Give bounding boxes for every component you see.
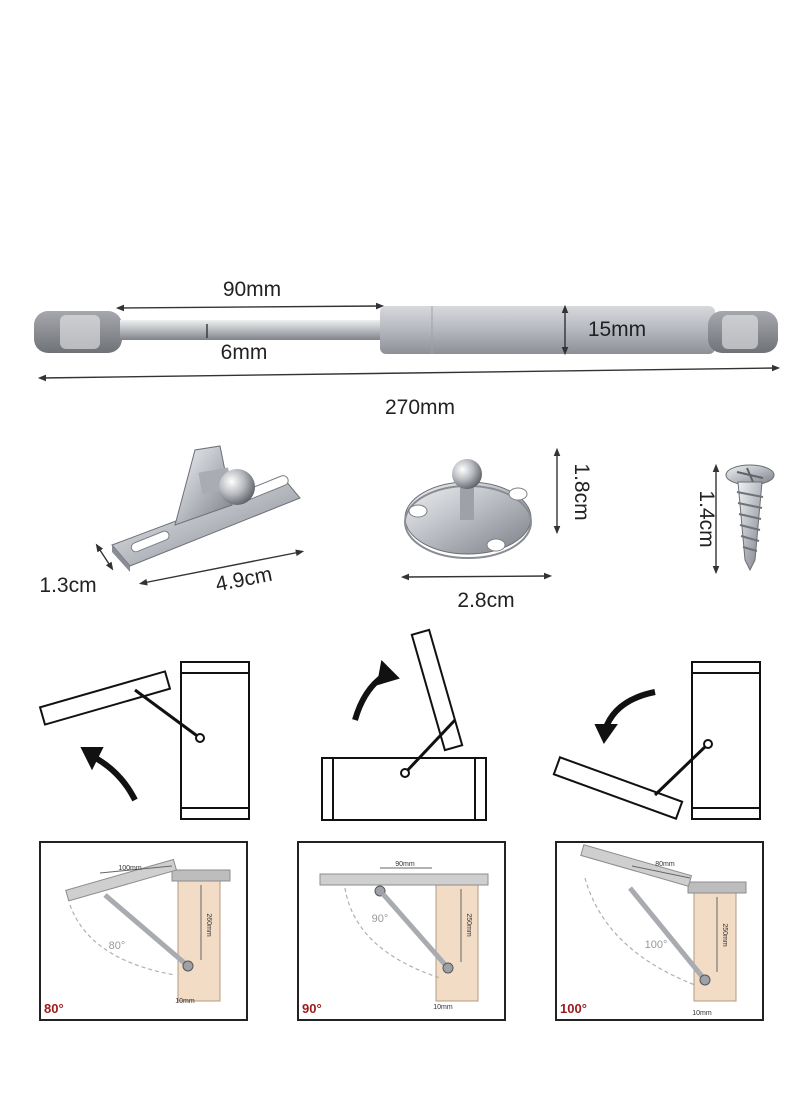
bracket-dimensions (95, 543, 305, 586)
rod-diameter-label: 6mm (221, 341, 268, 364)
install-panel-90 (297, 841, 506, 1021)
motion-sketch-center (321, 628, 487, 821)
ball-mount-dimensions (400, 447, 561, 581)
install-100-arc-label: 100° (645, 939, 668, 951)
motion-sketch-left (38, 661, 250, 820)
screw-length-label: 1.4cm (695, 490, 718, 547)
bracket-width-label: 1.3cm (39, 574, 96, 597)
gas-strut (34, 306, 778, 354)
install-100-bottom-dim: 10mm (692, 1010, 712, 1017)
mounting-bracket (111, 445, 301, 572)
install-80-top-dim: 100mm (118, 865, 142, 872)
install-80-side-dim: 260mm (205, 913, 212, 937)
install-90-angle-label: 90° (302, 1001, 322, 1016)
motion-sketch-right (552, 661, 761, 820)
ball-stud-mount (404, 459, 532, 559)
install-80-arc-label: 80° (109, 940, 126, 952)
install-80-bottom-dim: 10mm (175, 998, 195, 1005)
body-diameter-label: 15mm (588, 318, 646, 341)
install-panel-100 (555, 841, 764, 1021)
ball-mount-height-label: 1.8cm (570, 463, 593, 520)
install-panel-80 (39, 841, 248, 1021)
install-90-side-dim: 250mm (465, 913, 472, 937)
install-100-top-dim: 80mm (655, 861, 675, 868)
install-90-arc-label: 90° (372, 913, 389, 925)
install-100-side-dim: 250mm (721, 923, 728, 947)
stroke-length-label: 90mm (223, 278, 281, 301)
ball-mount-diameter-label: 2.8cm (457, 589, 514, 612)
install-90-top-dim: 90mm (395, 861, 415, 868)
install-80-angle-label: 80° (44, 1001, 64, 1016)
install-90-bottom-dim: 10mm (433, 1004, 453, 1011)
screw (725, 464, 775, 572)
piston-rod (120, 320, 382, 340)
strut-dimensions (37, 302, 781, 382)
cylinder-body (380, 306, 715, 354)
install-100-angle-label: 100° (560, 1001, 587, 1016)
total-length-label: 270mm (385, 396, 455, 419)
